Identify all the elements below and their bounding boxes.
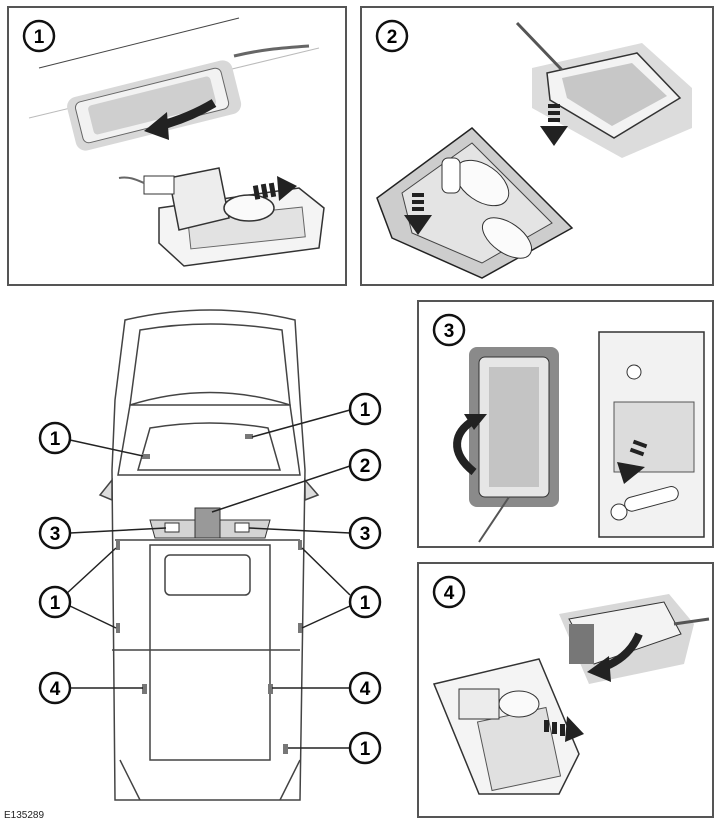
bulb-holder: [118, 167, 325, 267]
step-badge: [375, 19, 409, 53]
callout-3-right: 3: [348, 516, 382, 550]
fuse: [624, 486, 679, 512]
rear-lamp-unit: [559, 594, 710, 684]
svg-text:2: 2: [360, 456, 371, 477]
svg-text:3: 3: [50, 524, 61, 545]
pull-bulb-arrow: [252, 176, 297, 201]
step-number: 1: [34, 27, 45, 48]
step-badge: [22, 19, 56, 53]
rotate-lens-arrow: [453, 416, 477, 476]
bulb-removal-arrow: [404, 193, 432, 235]
svg-text:4: 4: [50, 679, 61, 700]
svg-text:1: 1: [360, 593, 371, 614]
callout-4-left: 4: [38, 671, 72, 705]
step-2-illustration: 2: [375, 19, 692, 279]
callout-1-door-right: 1: [348, 585, 382, 619]
svg-text:1: 1: [360, 400, 371, 421]
svg-text:1: 1: [50, 593, 61, 614]
vehicle-outline: [98, 309, 320, 801]
svg-text:1: 1: [360, 739, 371, 760]
step-2-panel: 2: [360, 6, 714, 286]
callout-4-right: 4: [348, 671, 382, 705]
fuse-arrow: [617, 439, 648, 484]
svg-text:3: 3: [360, 524, 371, 545]
callout-1-door-left: 1: [38, 585, 72, 619]
callout-1-front-right: 1: [348, 392, 382, 426]
callout-2-console: 2: [348, 448, 382, 482]
step-3-panel: 3: [417, 300, 714, 548]
callout-1-front-left: 1: [38, 421, 72, 455]
step-3-illustration: 3: [432, 313, 705, 543]
svg-text:4: 4: [360, 679, 371, 700]
step-1-illustration: 1: [22, 17, 325, 267]
svg-text:1: 1: [50, 429, 61, 450]
interior-lamp-lens: [67, 60, 242, 151]
step-4-illustration: 4: [432, 575, 710, 795]
lens-cover: [469, 347, 559, 543]
overhead-console: [149, 507, 271, 539]
pull-bulb-arrow: [544, 716, 584, 742]
step-4-panel: 4: [417, 562, 714, 818]
figure-reference: E135289: [4, 810, 45, 821]
step-badge: [432, 575, 466, 609]
fuse-compartment: [598, 331, 705, 538]
step-number: 2: [387, 27, 398, 48]
step-number: 4: [444, 583, 455, 604]
bulb-holder: [432, 658, 580, 795]
step-1-panel: 1: [7, 6, 347, 286]
lamp-bulbs: [376, 127, 574, 279]
map-lamp-unit: [515, 21, 692, 158]
lamp-markers: [116, 434, 302, 754]
callout-3-left: 3: [38, 516, 72, 550]
leader-lines: [64, 409, 351, 749]
step-badge: [432, 313, 466, 347]
callout-1-rear: 1: [348, 731, 382, 765]
step-number: 3: [444, 321, 455, 342]
lower-lens-arrow: [540, 104, 568, 146]
